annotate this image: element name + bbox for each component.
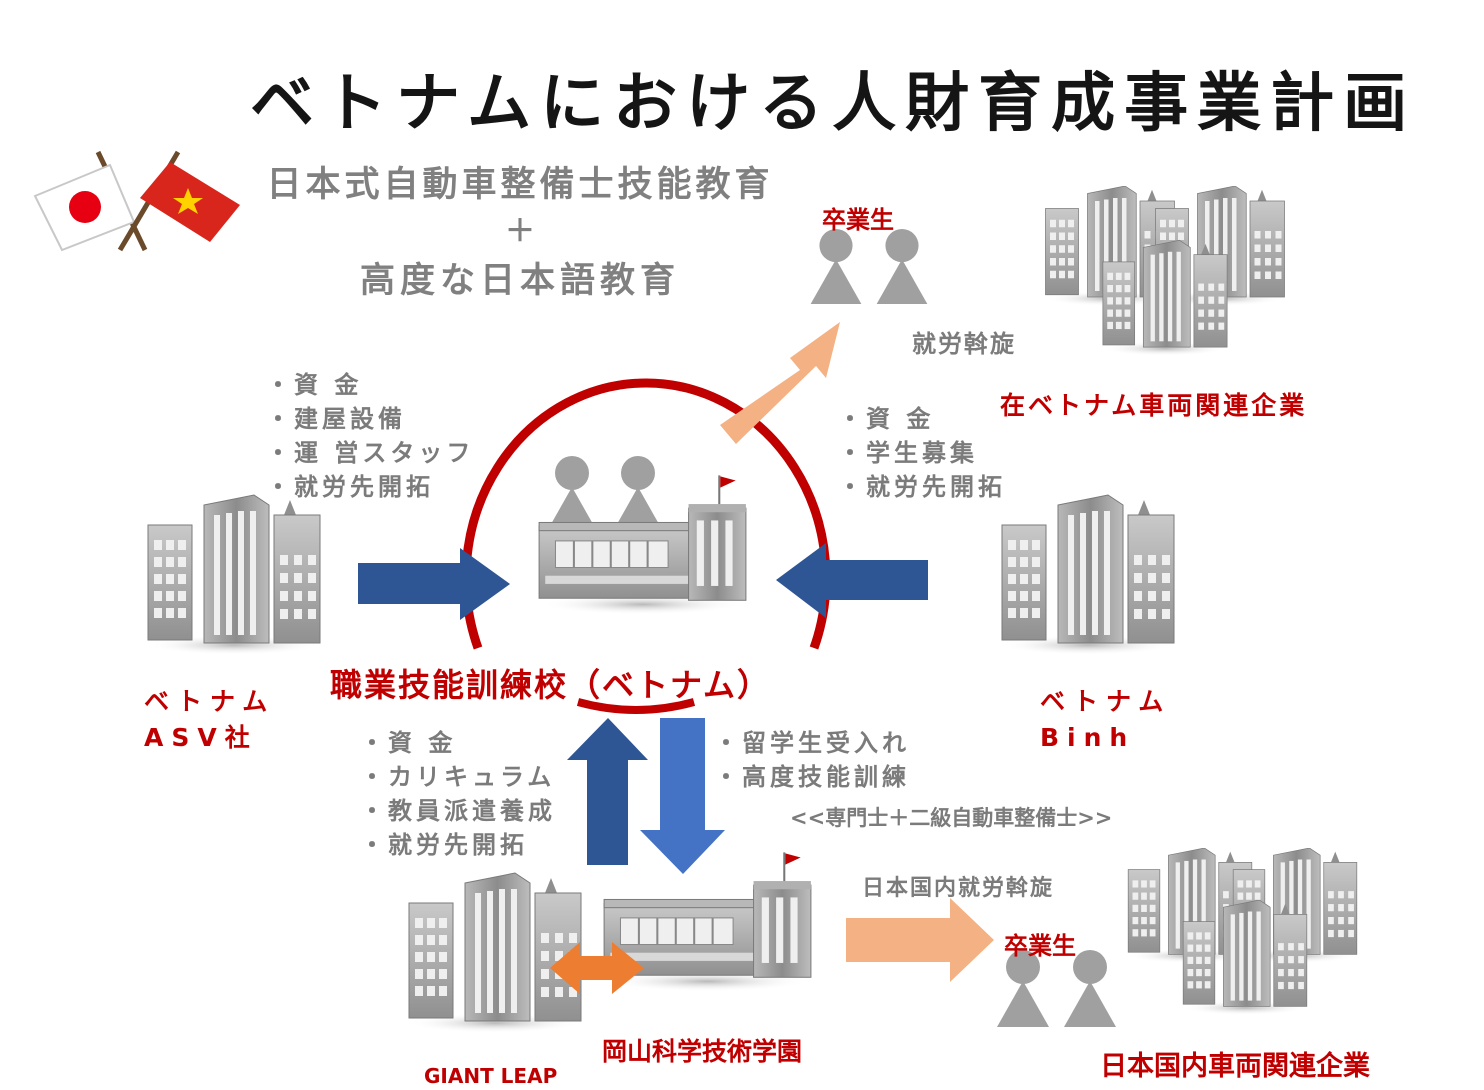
- subtitle-plus: ＋: [505, 214, 535, 249]
- arrow-up-to-school: [567, 718, 648, 865]
- giant-leap-contributions-list: ・資 金 ・カリキュラム ・教員派遣養成 ・就労先開拓: [360, 726, 556, 862]
- list-item: ・留学生受入れ: [714, 729, 910, 757]
- person-icon: [876, 228, 928, 305]
- person-icon: [810, 228, 862, 305]
- double-arrow: [550, 942, 644, 994]
- japan-placement-label: 日本国内就労斡旋: [862, 876, 1055, 901]
- asv-contributions-list: ・資 金 ・建屋設備 ・運 営スタッフ ・就労先開拓: [266, 368, 474, 504]
- arrow-to-graduates: [720, 322, 840, 444]
- binh-label-line1: ベトナム: [1040, 687, 1172, 716]
- list-item: ・資 金: [266, 371, 363, 399]
- arrow-from-asv: [358, 548, 510, 620]
- graduates-top-label: 卒業生: [822, 206, 894, 234]
- school-ring: [461, 378, 831, 650]
- person-icon: [1064, 950, 1116, 1027]
- list-item: ・教員派遣養成: [360, 797, 556, 825]
- list-item: ・運 営スタッフ: [266, 439, 475, 467]
- arrow-down-to-okayama: [640, 718, 725, 874]
- vietnam-flag-icon: [117, 150, 240, 252]
- okayama-label: 岡山科学技術学園: [602, 1037, 803, 1066]
- person-icon: [612, 456, 664, 533]
- job-placement-top-label: 就労斡旋: [912, 330, 1016, 358]
- asv-label-line2: ASV社: [144, 723, 258, 752]
- list-item: ・カリキュラム: [360, 763, 556, 791]
- list-item: ・就労先開拓: [838, 473, 1006, 501]
- binh-label: ベトナム Binh: [1040, 684, 1171, 756]
- page-title: ベトナムにおける人財育成事業計画: [250, 67, 1417, 141]
- okayama-contributions-list: ・留学生受入れ ・高度技能訓練: [714, 726, 910, 794]
- asv-label-line1: ベトナム: [144, 687, 276, 716]
- graduates-bottom-label: 卒業生: [1004, 932, 1076, 960]
- list-item: ・資 金: [838, 405, 935, 433]
- person-icon: [997, 950, 1049, 1027]
- binh-contributions-list: ・資 金 ・学生募集 ・就労先開拓: [838, 402, 1006, 504]
- asv-label: ベトナム ASV社: [144, 684, 275, 756]
- giant-leap-label: GIANT LEAP: [424, 1064, 558, 1088]
- japan-companies-label: 日本国内車両関連企業: [1100, 1051, 1370, 1082]
- japan-flag-icon: [33, 150, 148, 252]
- subtitle-line1: 日本式自動車整備士技能教育: [266, 165, 774, 205]
- binh-building-icon: [999, 494, 1177, 656]
- binh-label-line2: Binh: [1040, 723, 1136, 752]
- school-label: 職業技能訓練校（ベトナム）: [330, 666, 772, 704]
- asv-building-icon: [145, 494, 323, 656]
- list-item: ・建屋設備: [266, 405, 406, 433]
- arrow-to-japan-graduates: [846, 898, 994, 982]
- person-icon: [546, 456, 598, 533]
- vietnam-companies-label: 在ベトナム車両関連企業: [1000, 391, 1308, 420]
- qualification-label: <<専門士＋二級自動車整備士>>: [790, 806, 1113, 830]
- arrow-from-binh: [776, 543, 928, 618]
- list-item: ・資 金: [360, 729, 457, 757]
- subtitle-line2: 高度な日本語教育: [359, 261, 680, 301]
- list-item: ・就労先開拓: [266, 473, 434, 501]
- giant-leap-building-icon: [406, 872, 584, 1034]
- list-item: ・学生募集: [838, 439, 978, 467]
- list-item: ・就労先開拓: [360, 831, 528, 859]
- list-item: ・高度技能訓練: [714, 763, 910, 791]
